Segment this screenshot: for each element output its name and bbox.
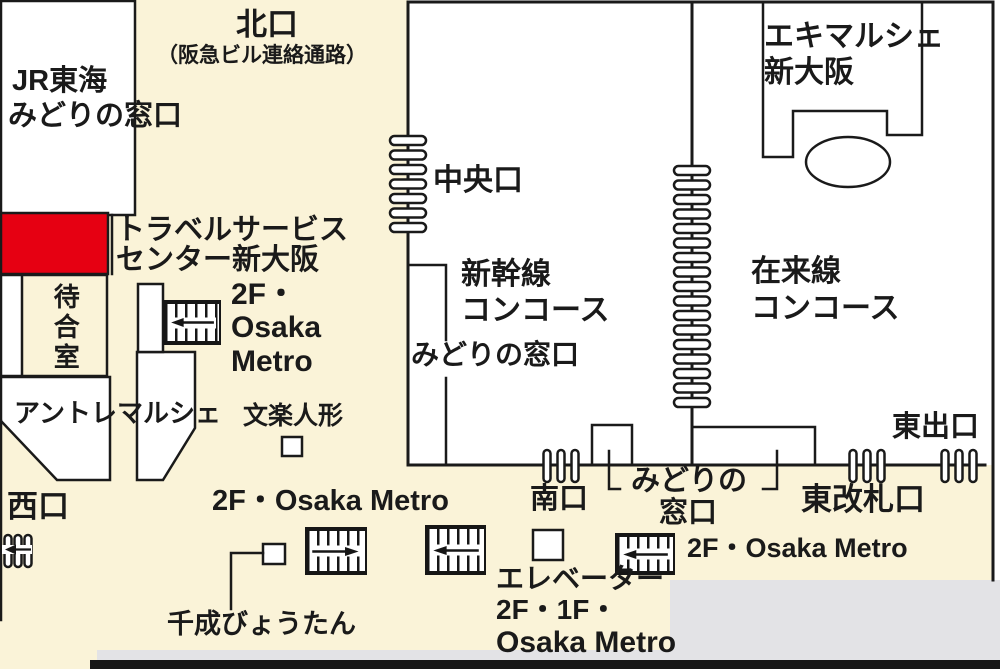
escalator-icon-central-exit <box>388 134 428 234</box>
north-exit-label: 北口 <box>236 7 298 42</box>
sennari-leader-line <box>229 551 265 611</box>
arrow-left-icon <box>430 544 481 556</box>
arrow-icon-west-exit <box>2 544 32 555</box>
metro-nw-label-line2: Osaka <box>231 311 322 344</box>
jr-office-label-line2: みどりの窓口 <box>8 100 183 132</box>
jr-tokai-office-room <box>0 0 137 217</box>
elevator-label-line2: 2F・1F・ <box>496 594 618 625</box>
travel-center-label-line1: トラベルサービス <box>116 214 349 246</box>
ekimarche-label-line2: 新大阪 <box>764 56 854 89</box>
midori-shinkansen-label: みどりの窓口 <box>411 339 580 370</box>
shinkansen-concourse-label-line1: 新幹線 <box>461 258 551 291</box>
metro-nw-label-line1: 2F・ <box>231 278 297 311</box>
arrow-left-icon <box>620 548 670 560</box>
central-exit-label: 中央口 <box>433 164 523 197</box>
east-opening <box>993 465 1000 582</box>
bracket-right <box>761 449 779 491</box>
black-band-bottom <box>90 660 1000 669</box>
metro-nw-label-line3: Metro <box>231 345 313 378</box>
gate-icon-south-exit <box>542 448 580 484</box>
ekimarche-shop-block <box>761 0 924 159</box>
sennari-gourd-icon <box>261 542 287 566</box>
bunraku-doll-label: 文楽人形 <box>243 402 344 430</box>
stairs-icon-travel-center <box>163 300 221 345</box>
grey-band-strip <box>97 650 670 661</box>
north-exit-note-label: （阪急ビル連絡通路） <box>157 44 367 67</box>
elevator-icon <box>531 528 565 562</box>
east-exit-label: 東出口 <box>892 411 980 443</box>
conventional-concourse-label-line2: コンコース <box>751 292 900 325</box>
elevator-label-line1: エレベーター <box>496 563 665 594</box>
arrow-right-icon <box>310 545 362 557</box>
entree-marche-east-block <box>135 350 197 482</box>
arrow-left-icon <box>168 317 216 328</box>
travel-center-label-line2: センター新大阪 <box>116 244 320 276</box>
waiting-room-label: 待合室 <box>50 283 81 373</box>
oval-icon <box>804 135 892 189</box>
stairs-icon-sw-1 <box>305 527 367 575</box>
south-exit-booth <box>590 423 634 467</box>
midori-south-label-line2: 窓口 <box>659 497 718 529</box>
stairs-landing-block <box>136 282 165 354</box>
west-exit-label: 西口 <box>7 489 69 524</box>
bunraku-doll-icon <box>280 435 304 458</box>
gate-icon-east-gate <box>848 448 886 484</box>
midori-office-room <box>690 425 817 467</box>
entree-marche-west-block <box>0 375 112 482</box>
entree-marche-label: アントレマルシェ <box>14 398 221 428</box>
waiting-room-corridor <box>0 273 24 378</box>
ekimarche-label-line1: エキマルシェ <box>764 20 944 53</box>
gate-icon-east-exit <box>940 448 978 484</box>
east-gate-label: 東改札口 <box>801 482 925 517</box>
stairs-icon-sw-2 <box>425 525 486 575</box>
travel-service-center-highlight <box>0 211 110 276</box>
metro-sw-label: 2F・Osaka Metro <box>212 485 449 517</box>
metro-se-label: 2F・Osaka Metro <box>687 533 908 563</box>
south-exit-label: 南口 <box>530 483 589 515</box>
grey-band-corner <box>670 580 1000 661</box>
shinkansen-concourse-label-line2: コンコース <box>461 294 610 327</box>
midori-south-label-line1: みどりの <box>631 465 748 497</box>
bracket-left <box>607 449 622 491</box>
sennari-label: 千成びょうたん <box>167 609 356 639</box>
stairs-icon-se <box>615 533 675 575</box>
elevator-label-line3: Osaka Metro <box>496 626 677 659</box>
conventional-concourse-label-line1: 在来線 <box>751 255 841 288</box>
jr-office-label-line1: JR東海 <box>12 65 108 97</box>
wall-midori-shinkansen <box>406 263 448 467</box>
escalator-icon-conventional <box>672 164 712 409</box>
